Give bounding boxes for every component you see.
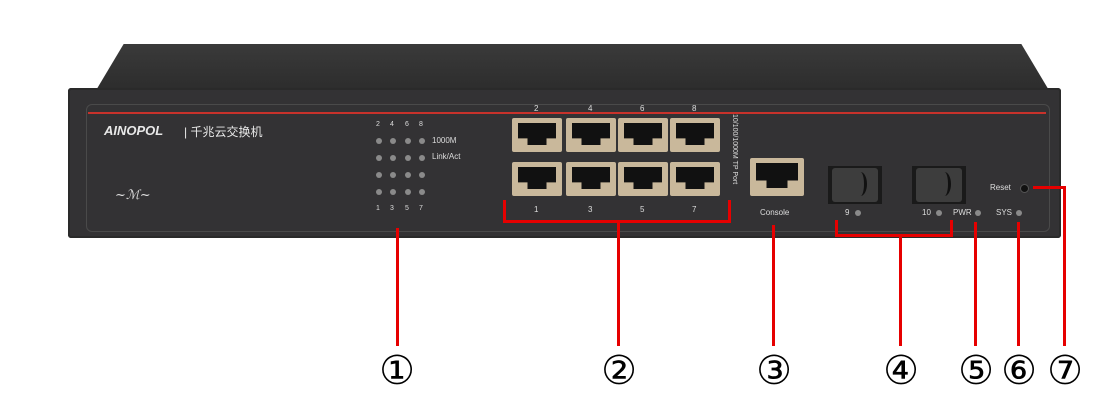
port-led <box>419 138 425 144</box>
tagline-text: 千兆云交换机 <box>190 125 263 139</box>
console-label: Console <box>760 208 790 217</box>
rj45-port-bottom[interactable] <box>618 162 668 196</box>
led-number-top: 2 <box>376 121 380 128</box>
port-led <box>405 189 411 195</box>
callout-7: ⑦ <box>1047 349 1083 393</box>
sfp-port-9[interactable] <box>828 166 882 204</box>
reset-button[interactable] <box>1020 184 1029 193</box>
callout-3: ③ <box>756 349 792 393</box>
callout-line-2 <box>617 222 620 346</box>
port-led <box>405 172 411 178</box>
port-led <box>419 189 425 195</box>
port-number-top: 4 <box>588 104 593 113</box>
port-led <box>390 172 396 178</box>
rj45-port-bottom[interactable] <box>566 162 616 196</box>
reset-label: Reset <box>990 183 1011 192</box>
sfp-port-10[interactable] <box>912 166 966 204</box>
callout-4: ④ <box>883 349 919 393</box>
sfp-label-10: 10 <box>922 208 931 217</box>
port-led <box>390 189 396 195</box>
console-port[interactable] <box>750 158 804 196</box>
port-led <box>376 155 382 161</box>
sfp-label-9: 9 <box>845 208 850 217</box>
brand-logo: AINOPOL <box>104 123 164 138</box>
led-number-top: 8 <box>419 121 423 128</box>
rj45-port-top[interactable] <box>566 118 616 152</box>
rj45-port-top[interactable] <box>618 118 668 152</box>
sfp-led-10 <box>936 210 942 216</box>
port-number-bottom: 3 <box>588 205 593 214</box>
rj45-port-bottom[interactable] <box>512 162 562 196</box>
callout-line-4 <box>899 236 902 346</box>
rj45-port-top[interactable] <box>670 118 720 152</box>
callout-bracket-2 <box>503 200 731 223</box>
sys-led <box>1016 210 1022 216</box>
sfp-led-9 <box>855 210 861 216</box>
callout-line-7-h <box>1033 186 1065 189</box>
pwr-led <box>975 210 981 216</box>
callout-line-3 <box>772 225 775 346</box>
led-number-bottom: 5 <box>405 205 409 212</box>
callout-5: ⑤ <box>958 349 994 393</box>
port-led <box>376 172 382 178</box>
port-number-top: 6 <box>640 104 645 113</box>
port-number-top: 8 <box>692 104 697 113</box>
port-led <box>390 138 396 144</box>
signature-icon: ~ℳ~ <box>115 188 151 203</box>
switch-top-cover <box>95 44 1050 92</box>
port-number-bottom: 7 <box>692 205 697 214</box>
led-number-bottom: 1 <box>376 205 380 212</box>
callout-line-7-v <box>1063 186 1066 346</box>
port-led <box>419 155 425 161</box>
callout-line-6 <box>1017 222 1020 346</box>
panel-bezel <box>86 104 1050 232</box>
callout-bracket-4 <box>835 220 953 237</box>
led-number-top: 4 <box>390 121 394 128</box>
port-number-top: 2 <box>534 104 539 113</box>
red-stripe <box>88 112 1046 114</box>
led-label-1000m: 1000M <box>432 136 457 145</box>
callout-2: ② <box>601 349 637 393</box>
callout-1: ① <box>379 349 415 393</box>
port-number-bottom: 1 <box>534 205 539 214</box>
callout-6: ⑥ <box>1001 349 1037 393</box>
led-number-top: 6 <box>405 121 409 128</box>
pwr-label: PWR <box>953 208 972 217</box>
rj45-port-bottom[interactable] <box>670 162 720 196</box>
port-side-label: 10/100/1000M TP Port <box>731 114 738 185</box>
port-led <box>376 189 382 195</box>
port-led <box>405 138 411 144</box>
rj45-port-top[interactable] <box>512 118 562 152</box>
callout-line-1 <box>396 228 399 346</box>
port-number-bottom: 5 <box>640 205 645 214</box>
sys-label: SYS <box>996 208 1013 217</box>
led-number-bottom: 3 <box>390 205 394 212</box>
port-led <box>405 155 411 161</box>
led-label-link: Link/Act <box>432 152 461 161</box>
led-number-bottom: 7 <box>419 205 423 212</box>
port-led <box>376 138 382 144</box>
brand-tagline: | 千兆云交换机 <box>184 125 263 139</box>
port-led <box>390 155 396 161</box>
port-led <box>419 172 425 178</box>
callout-line-5 <box>974 222 977 346</box>
